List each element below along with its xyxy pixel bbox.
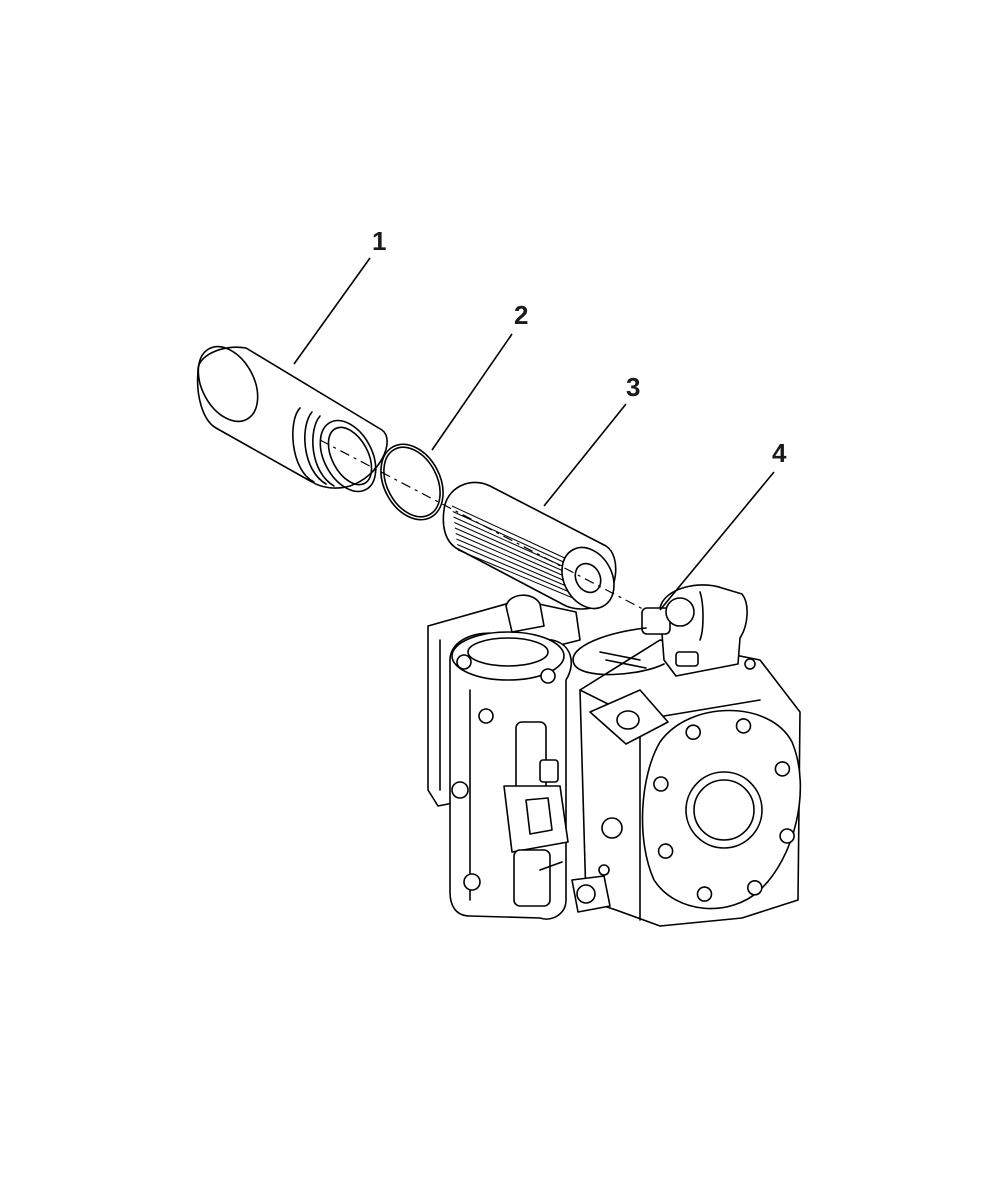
part-3-filter-element bbox=[442, 481, 617, 610]
callout-1-leader bbox=[293, 257, 371, 365]
part-2-o-ring bbox=[380, 443, 444, 521]
callout-4-leader bbox=[659, 471, 775, 611]
callout-2-leader bbox=[431, 333, 513, 451]
callout-4-label: 4 bbox=[772, 438, 787, 468]
callout-2-label: 2 bbox=[514, 300, 528, 330]
callout-3-label: 3 bbox=[626, 372, 640, 402]
callout-1-label: 1 bbox=[372, 226, 386, 256]
part-1-filter-bowl bbox=[196, 345, 388, 493]
assembly-axis-line bbox=[319, 439, 661, 619]
callout-3-leader bbox=[543, 403, 627, 507]
pump-assembly bbox=[427, 584, 802, 927]
